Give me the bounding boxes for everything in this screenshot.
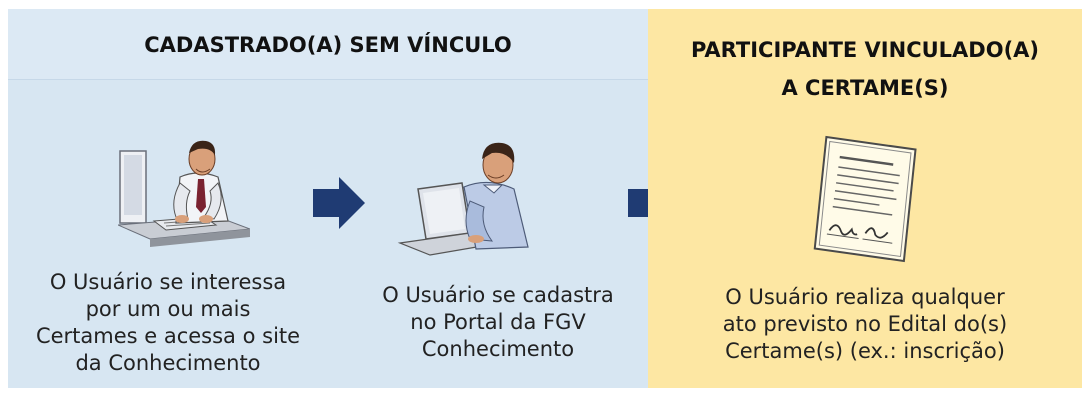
step-caption-2: O Usuário se cadastra no Portal da FGV C… [353, 282, 643, 363]
caption-line: O Usuário se cadastra [382, 283, 614, 307]
caption-line: por um ou mais [85, 297, 251, 321]
panel-registered-without-link: CADASTRADO(A) SEM VÍNCULO [8, 9, 680, 388]
caption-line: O Usuário realiza qualquer [725, 285, 1005, 309]
caption-line: Conhecimento [421, 337, 575, 361]
caption-line: ato previsto no Edital do(s) [722, 312, 1008, 336]
caption-line: no Portal da FGV [410, 310, 586, 334]
panel-linked-participant: PARTICIPANTE VINCULADO(A) A CERTAME(S) [648, 9, 1082, 388]
caption-line: Certame(s) (ex.: inscrição) [725, 339, 1005, 363]
caption-line: Certames e acessa o site [35, 324, 301, 348]
panel-header: CADASTRADO(A) SEM VÍNCULO [8, 9, 648, 80]
step-caption-3: O Usuário realiza qualquer ato previsto … [668, 284, 1062, 365]
panel-heading-right: PARTICIPANTE VINCULADO(A) A CERTAME(S) [648, 31, 1082, 107]
panel-heading-left: CADASTRADO(A) SEM VÍNCULO [144, 33, 512, 57]
man-at-laptop-icon [397, 142, 529, 256]
heading-line: A CERTAME(S) [781, 76, 949, 100]
heading-line: PARTICIPANTE VINCULADO(A) [690, 38, 1040, 62]
man-at-computer-terminal-icon [118, 140, 250, 247]
signed-document-icon [813, 135, 917, 263]
step-caption-1: O Usuário se interessa por um ou mais Ce… [28, 269, 308, 377]
arrow-right-icon [313, 177, 365, 229]
caption-line: O Usuário se interessa [49, 270, 287, 294]
caption-line: da Conhecimento [75, 351, 261, 375]
